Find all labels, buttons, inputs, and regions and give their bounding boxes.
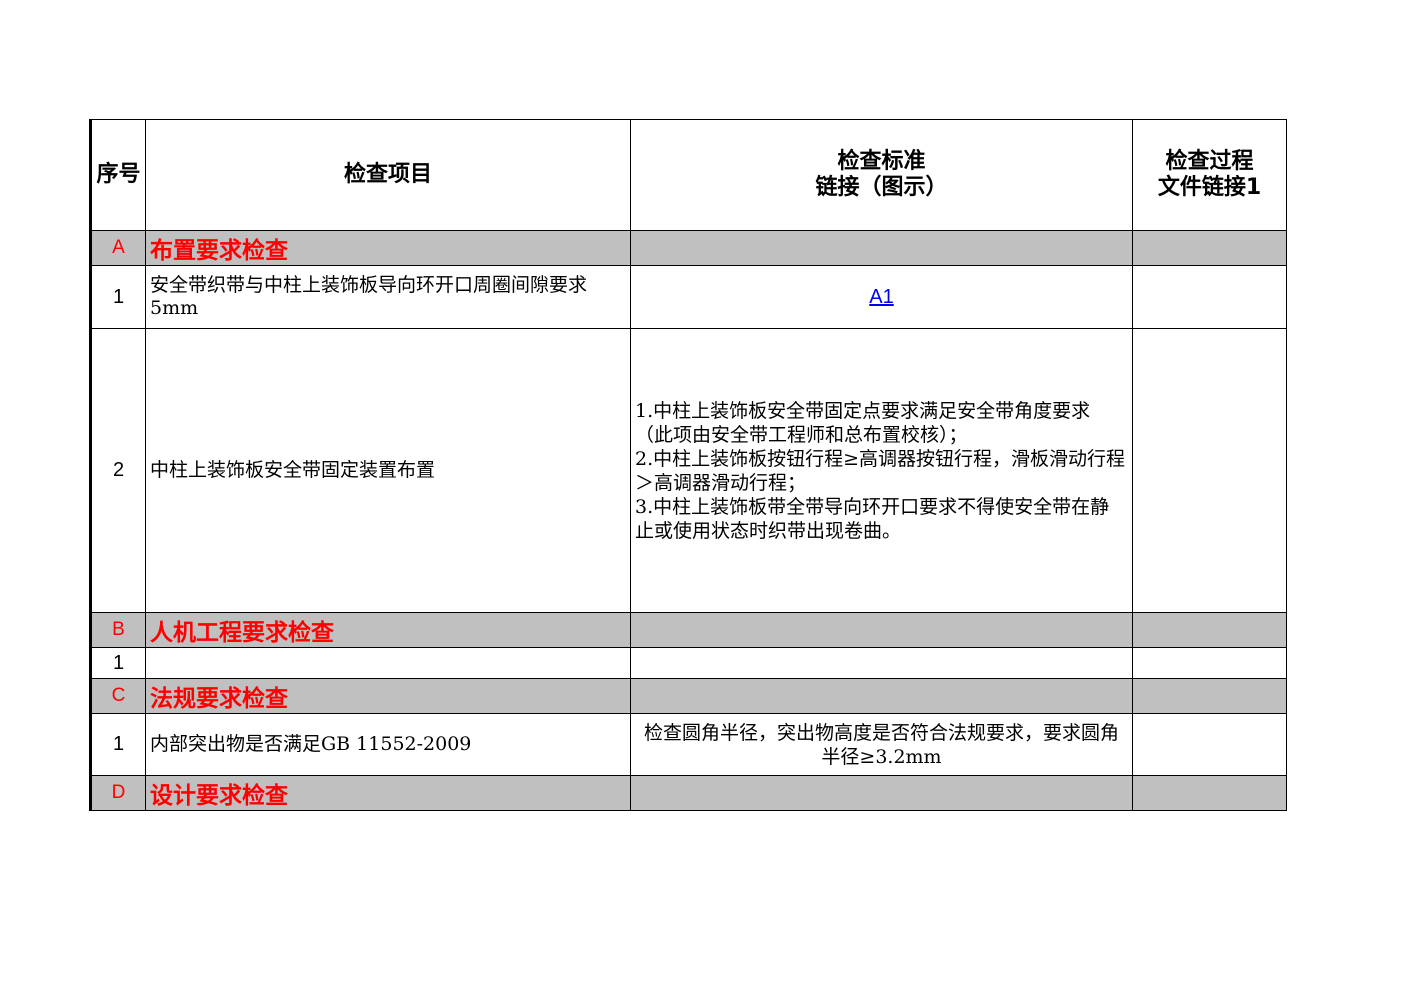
standard-link-a1[interactable]: A1: [869, 286, 894, 308]
section-empty-cell: [630, 678, 1133, 714]
header-seq: 序号: [90, 119, 146, 231]
row-process-cell[interactable]: [1132, 328, 1287, 613]
row-seq: 1: [90, 647, 146, 679]
row-process-cell[interactable]: [1132, 713, 1287, 776]
row-item[interactable]: [145, 647, 631, 679]
header-process: 检查过程 文件链接1: [1132, 119, 1287, 231]
section-empty-cell: [1132, 612, 1287, 648]
section-row-b: B 人机工程要求检查: [90, 612, 1287, 648]
table-row: 1 内部突出物是否满足GB 11552-2009 检查圆角半径，突出物高度是否符…: [90, 713, 1287, 776]
standard-line-3: 3.中柱上装饰板带全带导向环开口要求不得使安全带在静止或使用状态时织带出现卷曲。: [635, 495, 1110, 542]
section-empty-cell: [1132, 678, 1287, 714]
header-item: 检查项目: [145, 119, 631, 231]
row-item: 中柱上装饰板安全带固定装置布置: [145, 328, 631, 613]
section-code: B: [90, 612, 146, 648]
row-seq: 1: [90, 265, 146, 329]
section-title: 人机工程要求检查: [145, 612, 631, 648]
standard-line-2: 2.中柱上装饰板按钮行程≥高调器按钮行程，滑板滑动行程＞高调器滑动行程；: [635, 447, 1126, 494]
row-standard: 检查圆角半径，突出物高度是否符合法规要求，要求圆角半径≥3.2mm: [630, 713, 1133, 776]
section-empty-cell: [1132, 775, 1287, 811]
section-empty-cell: [630, 775, 1133, 811]
row-standard[interactable]: [630, 647, 1133, 679]
table-row: 1: [90, 647, 1287, 679]
row-item: 内部突出物是否满足GB 11552-2009: [145, 713, 631, 776]
row-item: 安全带织带与中柱上装饰板导向环开口周圈间隙要求5mm: [145, 265, 631, 329]
row-standard: 1.中柱上装饰板安全带固定点要求满足安全带角度要求（此项由安全带工程师和总布置校…: [630, 328, 1133, 613]
section-empty-cell: [1132, 230, 1287, 266]
header-process-line1: 检查过程: [1165, 149, 1254, 174]
section-empty-cell: [630, 230, 1133, 266]
header-process-line2: 文件链接1: [1157, 175, 1262, 200]
check-table: 序号 检查项目 检查标准 链接（图示） 检查过程 文件链接1 A 布置要求检查 …: [89, 119, 1287, 811]
table-row: 1 安全带织带与中柱上装饰板导向环开口周圈间隙要求5mm A1: [90, 265, 1287, 329]
section-row-c: C 法规要求检查: [90, 678, 1287, 714]
header-row: 序号 检查项目 检查标准 链接（图示） 检查过程 文件链接1: [90, 119, 1287, 231]
table-row: 2 中柱上装饰板安全带固定装置布置 1.中柱上装饰板安全带固定点要求满足安全带角…: [90, 328, 1287, 613]
row-seq: 2: [90, 328, 146, 613]
header-standard-line1: 检查标准: [837, 149, 926, 174]
section-code: C: [90, 678, 146, 714]
section-row-a: A 布置要求检查: [90, 230, 1287, 266]
section-row-d: D 设计要求检查: [90, 775, 1287, 811]
section-empty-cell: [630, 612, 1133, 648]
standard-line-1: 1.中柱上装饰板安全带固定点要求满足安全带角度要求（此项由安全带工程师和总布置校…: [635, 399, 1091, 446]
row-seq: 1: [90, 713, 146, 776]
row-standard: A1: [630, 265, 1133, 329]
section-code: A: [90, 230, 146, 266]
section-title: 设计要求检查: [145, 775, 631, 811]
section-title: 法规要求检查: [145, 678, 631, 714]
section-code: D: [90, 775, 146, 811]
section-title: 布置要求检查: [145, 230, 631, 266]
header-standard: 检查标准 链接（图示）: [630, 119, 1133, 231]
row-process-cell[interactable]: [1132, 265, 1287, 329]
row-process-cell[interactable]: [1132, 647, 1287, 679]
header-standard-line2: 链接（图示）: [815, 175, 948, 200]
